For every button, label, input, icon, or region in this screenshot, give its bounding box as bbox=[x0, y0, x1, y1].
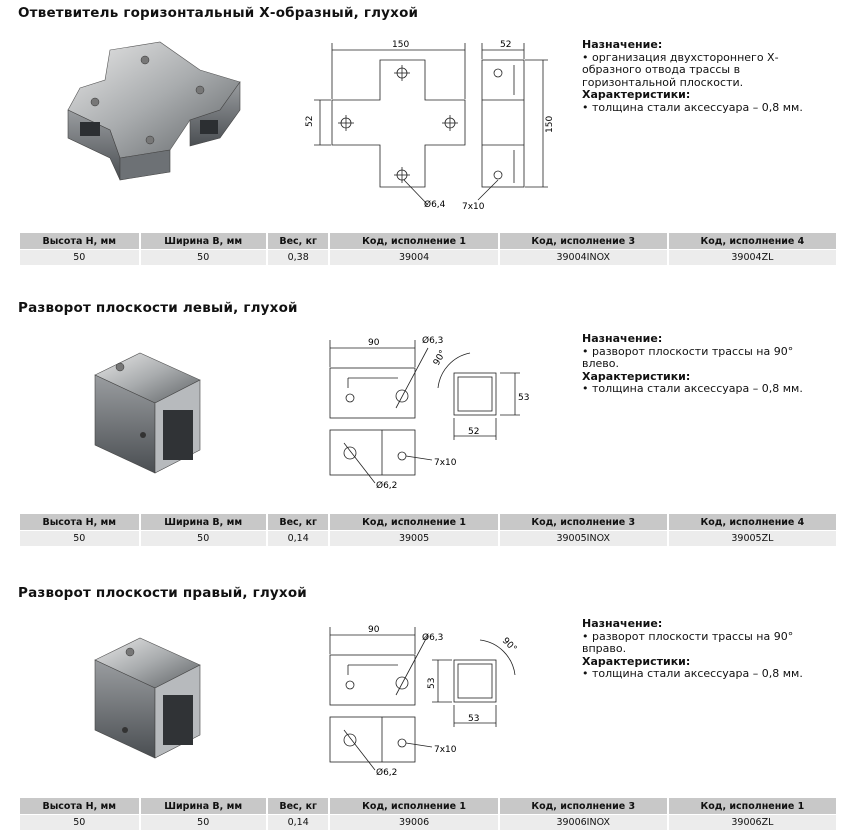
table-header: Вес, кг bbox=[267, 798, 329, 814]
spec-table: Высота H, мм Ширина B, мм Вес, кг Код, и… bbox=[18, 513, 838, 547]
table-cell: 50 bbox=[140, 531, 266, 546]
table-cell: 0,38 bbox=[267, 250, 329, 265]
description: Назначение: • разворот плоскости трассы … bbox=[582, 617, 832, 681]
spec-heading: Характеристики: bbox=[582, 654, 691, 668]
dim-slot: 7x10 bbox=[434, 458, 457, 468]
table-cell: 39005 bbox=[330, 531, 498, 546]
turn-left-photo bbox=[94, 352, 201, 474]
purpose-heading: Назначение: bbox=[582, 617, 663, 630]
table-header: Код, исполнение 3 bbox=[499, 233, 667, 249]
dim-height: 53 bbox=[518, 393, 529, 403]
table-header-row: Высота H, мм Ширина B, мм Вес, кг Код, и… bbox=[20, 798, 836, 814]
dim-bottom-width: 52 bbox=[468, 427, 479, 437]
table-cell: 50 bbox=[20, 815, 139, 830]
dim-angle: 90° bbox=[500, 636, 518, 654]
table-header: Код, исполнение 1 bbox=[668, 798, 836, 814]
spec-text: • толщина стали аксессуара – 0,8 мм. bbox=[582, 667, 803, 681]
spec-heading: Характеристики: bbox=[582, 369, 691, 383]
turn-right-drawing: 90 Ø6,3 90° 53 53 7x10 Ø6,2 bbox=[329, 625, 518, 778]
purpose-heading: Назначение: bbox=[582, 38, 663, 51]
table-cell: 0,14 bbox=[267, 815, 329, 830]
dim-height: 53 bbox=[427, 678, 437, 689]
table-header: Вес, кг bbox=[267, 233, 329, 249]
spec-text: • толщина стали аксессуара – 0,8 мм. bbox=[582, 382, 803, 396]
table-row: 50 50 0,14 39005 39005INOX 39005ZL bbox=[20, 531, 836, 546]
turn-left-drawing: 90 Ø6,3 90° 53 52 7x10 Ø6,2 bbox=[329, 335, 529, 491]
table-header: Код, исполнение 3 bbox=[499, 798, 667, 814]
cross-tee-drawing: 150 52 52 150 Ø6,4 7x10 bbox=[305, 40, 555, 212]
dim-side-width: 52 bbox=[500, 40, 511, 50]
cross-tee-photo bbox=[67, 41, 241, 181]
table-cell: 50 bbox=[20, 531, 139, 546]
purpose-text: • разворот плоскости трассы на 90° влево… bbox=[582, 344, 794, 371]
table-row: 50 50 0,14 39006 39006INOX 39006ZL bbox=[20, 815, 836, 830]
table-cell: 39004ZL bbox=[668, 250, 836, 265]
table-cell: 39006 bbox=[330, 815, 498, 830]
table-cell: 39005ZL bbox=[668, 531, 836, 546]
description: Назначение: • организация двухстороннего… bbox=[582, 38, 832, 115]
table-header: Высота H, мм bbox=[20, 798, 139, 814]
table-header: Код, исполнение 4 bbox=[668, 233, 836, 249]
table-cell: 39005INOX bbox=[499, 531, 667, 546]
spec-table: Высота H, мм Ширина B, мм Вес, кг Код, и… bbox=[18, 797, 838, 831]
description: Назначение: • разворот плоскости трассы … bbox=[582, 332, 832, 396]
dim-hole-top: Ø6,3 bbox=[422, 632, 443, 643]
table-header: Высота H, мм bbox=[20, 514, 139, 530]
section-title: Разворот плоскости левый, глухой bbox=[18, 300, 298, 316]
dim-width: 150 bbox=[392, 40, 409, 50]
table-header-row: Высота H, мм Ширина B, мм Вес, кг Код, и… bbox=[20, 233, 836, 249]
table-header: Высота H, мм bbox=[20, 233, 139, 249]
table-header: Вес, кг bbox=[267, 514, 329, 530]
dim-hole-bottom: Ø6,2 bbox=[376, 767, 397, 778]
table-cell: 39004INOX bbox=[499, 250, 667, 265]
section-title: Разворот плоскости правый, глухой bbox=[18, 585, 307, 601]
table-header-row: Высота H, мм Ширина B, мм Вес, кг Код, и… bbox=[20, 514, 836, 530]
spec-table: Высота H, мм Ширина B, мм Вес, кг Код, и… bbox=[18, 232, 838, 266]
section-title: Ответвитель горизонтальный Х-образный, г… bbox=[18, 5, 419, 21]
dim-bottom-width: 53 bbox=[468, 714, 479, 724]
dim-side-height: 150 bbox=[545, 116, 555, 133]
table-header: Ширина B, мм bbox=[140, 233, 266, 249]
table-cell: 0,14 bbox=[267, 531, 329, 546]
table-cell: 39006INOX bbox=[499, 815, 667, 830]
table-row: 50 50 0,38 39004 39004INOX 39004ZL bbox=[20, 250, 836, 265]
table-header: Код, исполнение 4 bbox=[668, 514, 836, 530]
table-header: Код, исполнение 1 bbox=[330, 798, 498, 814]
dim-width: 90 bbox=[368, 625, 380, 635]
dim-height: 52 bbox=[305, 116, 315, 127]
spec-text: • толщина стали аксессуара – 0,8 мм. bbox=[582, 100, 803, 114]
table-cell: 39006ZL bbox=[668, 815, 836, 830]
table-cell: 39004 bbox=[330, 250, 498, 265]
dim-slot: 7x10 bbox=[434, 745, 457, 755]
spec-heading: Характеристики: bbox=[582, 88, 691, 102]
dim-hole-top: Ø6,3 bbox=[422, 335, 443, 346]
turn-right-photo bbox=[94, 637, 201, 759]
dim-hole: Ø6,4 bbox=[424, 199, 446, 210]
dim-slot: 7x10 bbox=[462, 202, 485, 212]
table-cell: 50 bbox=[20, 250, 139, 265]
table-header: Код, исполнение 1 bbox=[330, 514, 498, 530]
dim-hole-bottom: Ø6,2 bbox=[376, 480, 397, 491]
purpose-text: • разворот плоскости трассы на 90° вправ… bbox=[582, 629, 794, 656]
table-header: Ширина B, мм bbox=[140, 798, 266, 814]
purpose-heading: Назначение: bbox=[582, 332, 663, 345]
purpose-text: • организация двухстороннего Х-образного… bbox=[582, 50, 779, 89]
dim-width: 90 bbox=[368, 338, 380, 348]
table-cell: 50 bbox=[140, 250, 266, 265]
table-header: Ширина B, мм bbox=[140, 514, 266, 530]
table-header: Код, исполнение 1 bbox=[330, 233, 498, 249]
table-header: Код, исполнение 3 bbox=[499, 514, 667, 530]
dim-angle: 90° bbox=[432, 349, 449, 368]
table-cell: 50 bbox=[140, 815, 266, 830]
